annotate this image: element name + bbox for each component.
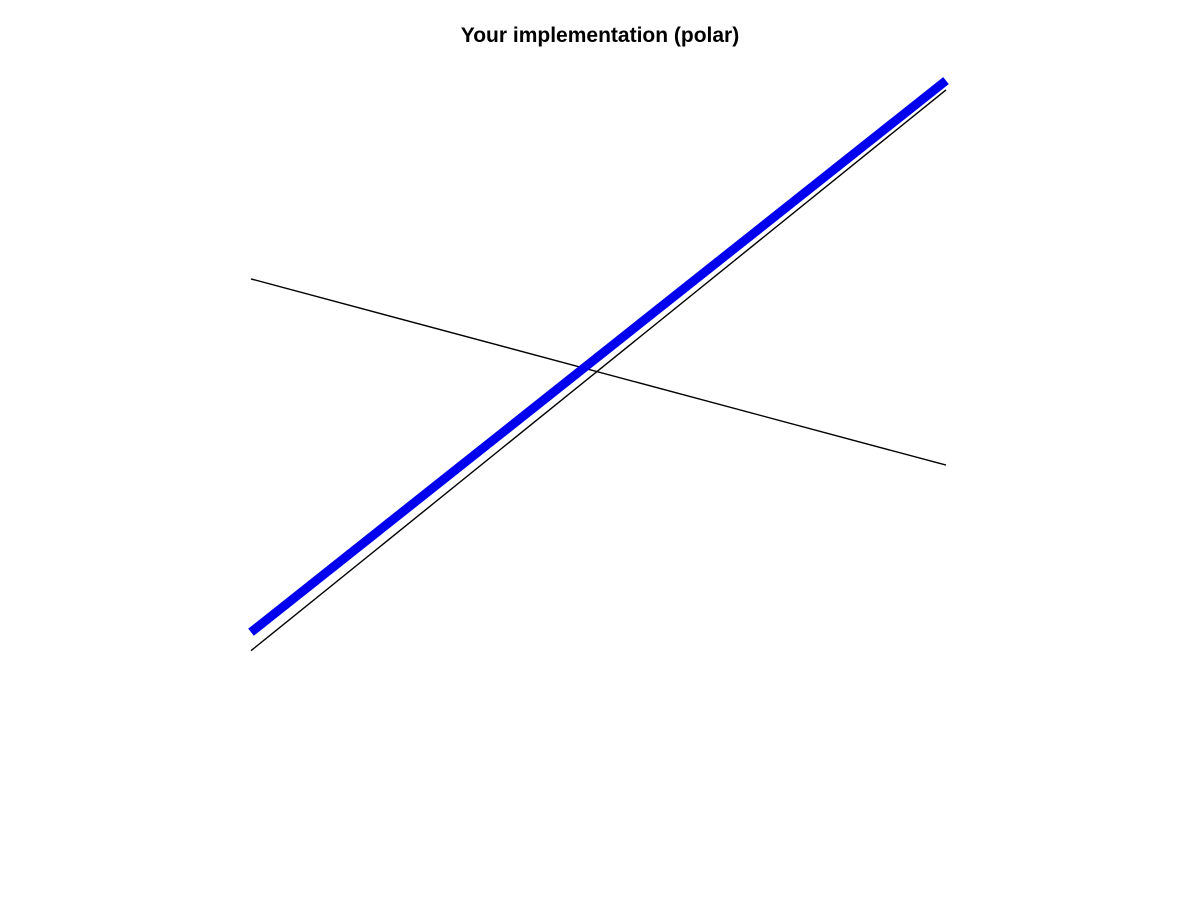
series-line-1 <box>250 278 947 466</box>
series-line-3 <box>248 77 949 636</box>
chart-title: Your implementation (polar) <box>460 24 740 47</box>
series-line-2 <box>250 89 947 652</box>
